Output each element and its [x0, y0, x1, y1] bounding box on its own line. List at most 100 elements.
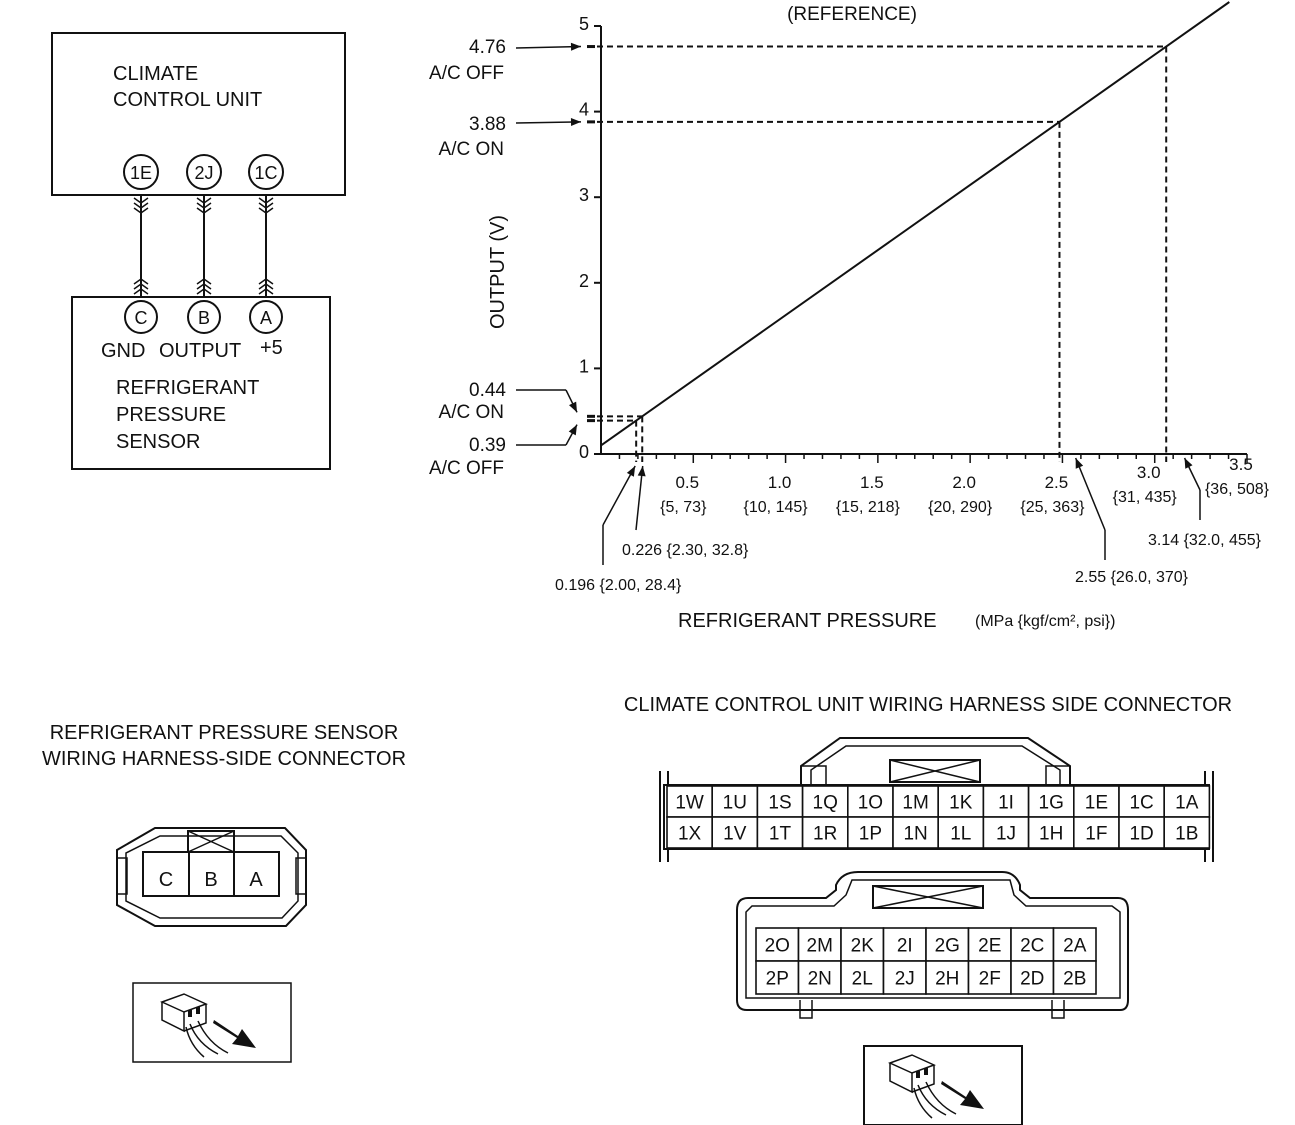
- voltage-callout-state: A/C OFF: [429, 63, 504, 84]
- x-tick-sub-label: {15, 218}: [836, 499, 901, 516]
- y-tick-label: 1: [579, 356, 589, 376]
- output-voltage-line: [600, 1, 1230, 447]
- connector-pin-cell: 2C: [1010, 927, 1055, 962]
- connector-pin-label: 1K: [949, 792, 973, 813]
- chart-title: (REFERENCE): [787, 4, 917, 25]
- connector-pin-cell: 2P: [755, 960, 800, 995]
- x-tick-label: 1.5: [860, 473, 884, 492]
- pressure-callout-arrow: [635, 465, 646, 531]
- connector-pin-cell: 1Q: [801, 785, 849, 818]
- connector-pin-label: 1X: [678, 823, 702, 844]
- connector-pin-cell: 1S: [756, 785, 804, 818]
- voltage-callout-arrow: [515, 42, 582, 51]
- connector-pin-label: 2O: [765, 935, 790, 956]
- x-tick-label: 3.0: [1137, 463, 1161, 482]
- connector-pin-label: 2K: [851, 935, 875, 956]
- sensor-pin-c: C: [124, 300, 158, 334]
- sensor-pin-a: A: [249, 300, 283, 334]
- connector-pin-cell: 1V: [711, 816, 759, 849]
- ccu-connector-2-housing: [736, 871, 1129, 1019]
- connector-pin-label: 1A: [1175, 792, 1199, 813]
- connector-pin-label: 1J: [996, 823, 1016, 844]
- pressure-callout-label: 0.226 {2.30, 32.8}: [622, 542, 749, 559]
- connector-pin-label: 2J: [895, 968, 915, 989]
- connector-pin-cell: 2E: [967, 927, 1012, 962]
- x-tick-label: 3.5: [1229, 455, 1253, 474]
- connector-pin-label: 1U: [723, 792, 747, 813]
- sensor-pin-c-label: C: [135, 308, 148, 328]
- connector-pin-label: 1I: [998, 792, 1014, 813]
- voltage-callout-state: A/C OFF: [429, 458, 504, 479]
- voltage-callout-state: A/C ON: [439, 402, 504, 423]
- wires: [133, 195, 274, 297]
- connector-pin-label: 1O: [858, 792, 883, 813]
- x-tick-sub-label: {10, 145}: [744, 499, 809, 516]
- voltage-callout-arrow: [565, 424, 578, 446]
- connector-pin-label: 2A: [1063, 935, 1087, 956]
- connector-pin-cell: 1X: [666, 816, 714, 849]
- connector-pin-label: 2E: [978, 935, 1001, 956]
- x-tick-sub-label: {36, 508}: [1205, 481, 1270, 498]
- y-tick-label: 4: [579, 100, 589, 120]
- climate-control-unit-box: [51, 32, 346, 196]
- y-tick-label: 3: [579, 185, 589, 205]
- connector-pin-cell: 2O: [755, 927, 800, 962]
- voltage-callout-value: 0.39: [469, 435, 506, 456]
- voltage-callout-value: 3.88: [469, 114, 506, 135]
- connector-pin-cell: 1F: [1073, 816, 1120, 849]
- ccu-label-line1: CLIMATE: [113, 63, 198, 85]
- voltage-callout-arrow: [515, 118, 582, 127]
- y-tick-label: 0: [579, 442, 589, 462]
- ccu-harness-side-view-icon: [863, 1045, 1023, 1125]
- x-tick-sub-label: {5, 73}: [660, 499, 707, 516]
- connector-pin-label: 2N: [808, 968, 832, 989]
- connector-pin-cell: 2A: [1052, 927, 1097, 962]
- pressure-callouts: 0.196 {2.00, 28.4}0.226 {2.30, 32.8}2.55…: [555, 457, 1262, 594]
- connector-pin-cell: 2F: [967, 960, 1012, 995]
- connector-pin-label: 1R: [813, 823, 837, 844]
- x-tick-sub-label: {25, 363}: [1020, 499, 1085, 516]
- sensor-connector-pin-c: C: [159, 869, 173, 891]
- sensor-pin-function-gnd: GND: [101, 340, 145, 362]
- connector-pin-cell: 2K: [840, 927, 885, 962]
- connector-pin-label: 1C: [1129, 792, 1153, 813]
- chart-guides: [587, 45, 1168, 462]
- ccu-pin-1e-label: 1E: [130, 163, 152, 183]
- connector-pin-label: 1M: [902, 792, 928, 813]
- pressure-callout-label: 3.14 {32.0, 455}: [1148, 532, 1262, 549]
- connector-pin-label: 1L: [950, 823, 971, 844]
- sensor-pin-function-output: OUTPUT: [159, 340, 241, 362]
- sensor-pin-b: B: [187, 300, 221, 334]
- refrigerant-pressure-sensor-box: [71, 296, 331, 470]
- ccu-pin-2j-label: 2J: [194, 163, 213, 183]
- chart-axes: [600, 26, 1247, 455]
- connector-pin-label: 1V: [723, 823, 747, 844]
- connector-pin-cell: 1O: [846, 785, 894, 818]
- connector-pin-cell: 1R: [801, 816, 849, 849]
- connector-pin-cell: 1H: [1027, 816, 1075, 849]
- connector-pin-label: 2L: [852, 968, 873, 989]
- connector-pin-label: 1F: [1085, 823, 1107, 844]
- connector-pin-label: 1T: [769, 823, 792, 844]
- connector-pin-label: 1W: [675, 792, 704, 813]
- x-tick-label: 1.0: [768, 473, 792, 492]
- connector-pin-label: 2F: [979, 968, 1001, 989]
- connector-pin-cell: 1N: [892, 816, 940, 849]
- connector-pin-cell: 1A: [1163, 785, 1211, 818]
- wiring-diagram: CLIMATE CONTROL UNIT 1E 2J 1C: [51, 32, 346, 470]
- connector-pin-cell: 1B: [1163, 816, 1211, 849]
- connector-pin-cell: 2D: [1010, 960, 1055, 995]
- sensor-connector-view: REFRIGERANT PRESSURE SENSOR WIRING HARNE…: [42, 722, 406, 1063]
- sensor-pin-a-label: A: [260, 308, 272, 328]
- connector-pin-cell: 2N: [797, 960, 842, 995]
- x-tick-label: 2.5: [1045, 473, 1069, 492]
- sensor-label-line2: PRESSURE: [116, 404, 226, 426]
- y-tick-label: 5: [579, 14, 589, 34]
- connector-pin-cell: 2M: [797, 927, 842, 962]
- connector-pin-cell: 1G: [1027, 785, 1075, 818]
- pressure-callout-label: 2.55 {26.0, 370}: [1075, 569, 1189, 586]
- connector-pin-cell: 1E: [1073, 785, 1120, 818]
- x-tick-sub-label: {31, 435}: [1113, 489, 1178, 506]
- connector-pin-cell: 1M: [892, 785, 940, 818]
